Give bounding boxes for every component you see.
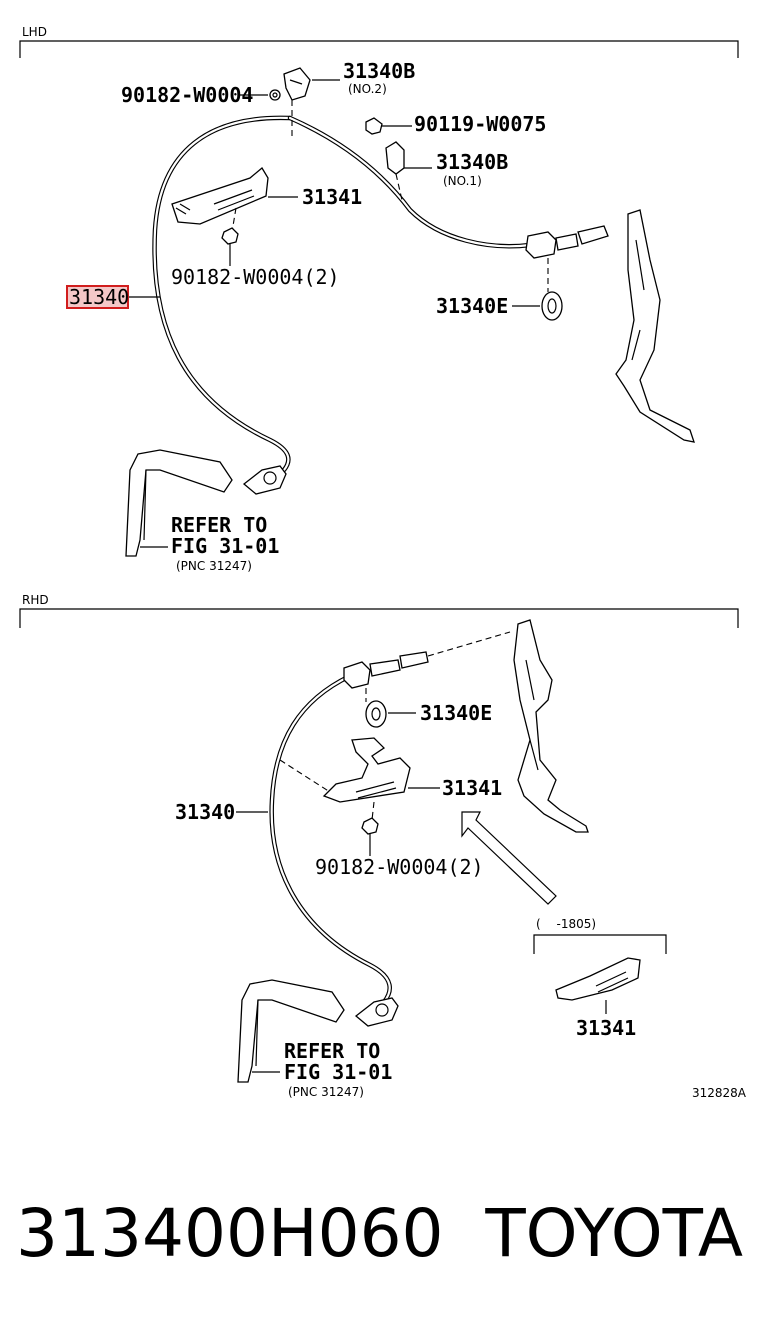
rhd-cable-end	[343, 631, 511, 702]
rhd-refer-line1: REFER TO	[284, 1039, 380, 1063]
lhd-pedal	[615, 209, 695, 443]
lhd-bolt	[365, 117, 412, 135]
rhd-arrow	[461, 811, 557, 905]
lhd-label-no2: (NO.2)	[348, 82, 387, 96]
rhd-section-bracket	[19, 608, 739, 628]
lhd-label-90182-w0004[interactable]: 90182-W0004	[121, 83, 253, 107]
rhd-refer-line2[interactable]: FIG 31-01	[284, 1060, 392, 1084]
rhd-label-31340[interactable]: 31340	[175, 800, 235, 824]
rhd-grommet	[365, 700, 416, 728]
footer-brand: TOYOTA	[484, 1195, 743, 1272]
rhd-label-31340e[interactable]: 31340E	[420, 701, 492, 725]
lhd-section-label: LHD	[22, 25, 47, 39]
lhd-label-31340b-no1[interactable]: 31340B	[436, 150, 508, 174]
footer-part-number: 313400H060	[16, 1195, 444, 1272]
rhd-shift-shaft	[237, 979, 399, 1083]
lhd-section: LHD	[19, 25, 739, 573]
lhd-nut-top	[269, 89, 281, 101]
rhd-section: RHD	[19, 593, 739, 1099]
illustration-code: 312828A	[692, 1086, 747, 1100]
rhd-alt-box	[533, 934, 667, 1014]
lhd-clip-no2	[283, 67, 311, 101]
lhd-highlight-box	[66, 285, 129, 309]
lhd-refer-line1: REFER TO	[171, 513, 267, 537]
rhd-pedal	[513, 619, 589, 833]
lhd-shift-shaft	[125, 449, 287, 557]
rhd-bracket	[279, 737, 440, 821]
lhd-bracket	[171, 167, 298, 233]
lhd-label-31340b-no2[interactable]: 31340B	[343, 59, 415, 83]
lhd-refer-line2[interactable]: FIG 31-01	[171, 534, 279, 558]
lhd-label-90119-w0075[interactable]: 90119-W0075	[414, 112, 546, 136]
lhd-label-31340-highlighted[interactable]: 31340	[69, 285, 129, 309]
rhd-cable	[269, 673, 392, 1005]
lhd-grommet	[512, 291, 563, 321]
rhd-label-date-range: ( -1805)	[536, 917, 596, 931]
lhd-clip-no1	[385, 141, 432, 201]
lhd-label-31341[interactable]: 31341	[302, 185, 362, 209]
lhd-label-90182-w0004-2[interactable]: 90182-W0004(2)	[171, 265, 340, 289]
rhd-label-31341-alt[interactable]: 31341	[576, 1016, 636, 1040]
lhd-refer-line3: (PNC 31247)	[176, 559, 252, 573]
lhd-label-no1: (NO.1)	[443, 174, 482, 188]
rhd-label-90182-w0004-2[interactable]: 90182-W0004(2)	[315, 855, 484, 879]
lhd-cable	[152, 115, 533, 473]
rhd-nut-bracket	[361, 817, 379, 856]
rhd-label-31341[interactable]: 31341	[442, 776, 502, 800]
rhd-refer-line3: (PNC 31247)	[288, 1085, 364, 1099]
lhd-section-bracket	[19, 40, 739, 58]
lhd-label-31340e[interactable]: 31340E	[436, 294, 508, 318]
lhd-cable-end	[525, 225, 609, 292]
lhd-nut-bracket	[221, 227, 239, 266]
rhd-section-label: RHD	[22, 593, 49, 607]
